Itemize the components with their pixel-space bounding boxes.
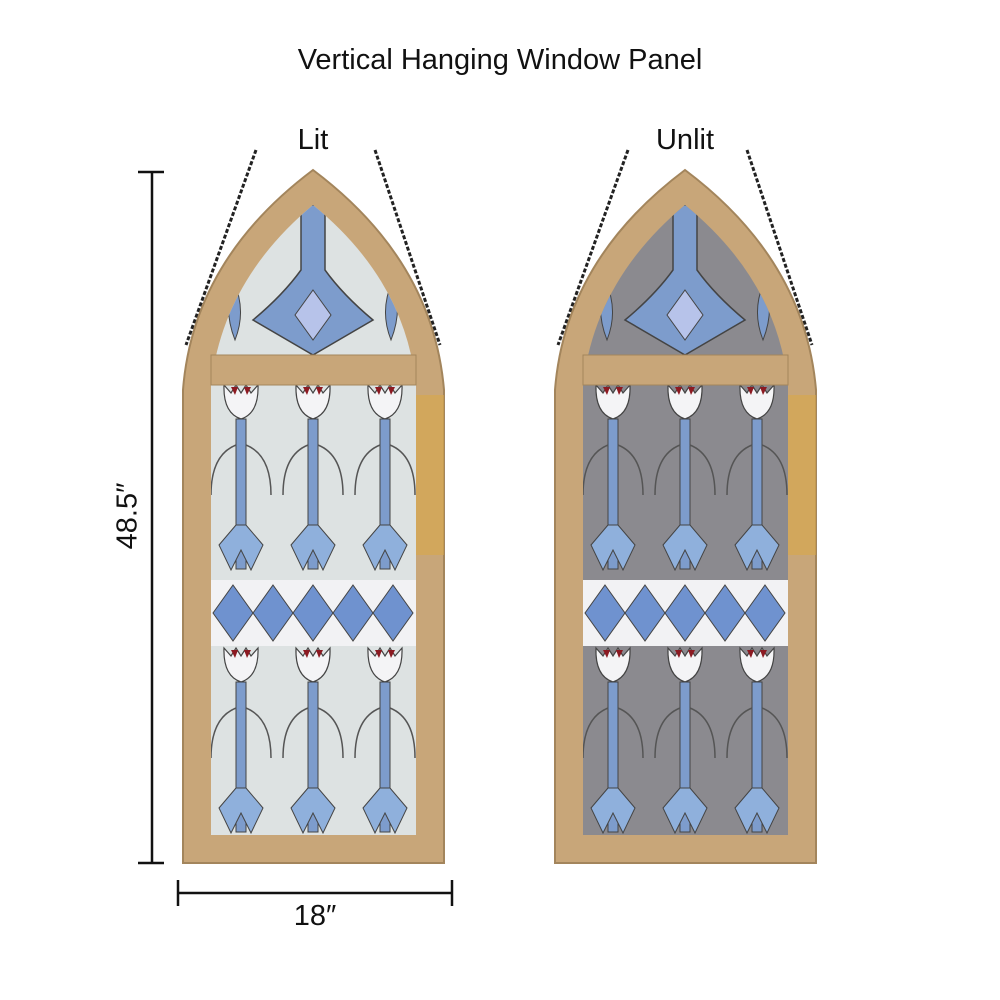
page-title: Vertical Hanging Window Panel: [297, 44, 703, 76]
height-label: 48.5″: [111, 482, 144, 550]
height-dimension-line: [138, 170, 164, 865]
unlit-label: Unlit: [655, 124, 715, 156]
unlit-window-panel: [555, 170, 816, 863]
lit-window-panel: [183, 170, 444, 863]
lit-label: Lit: [297, 124, 329, 156]
width-label: 18″: [293, 900, 337, 932]
width-dimension-line: [176, 880, 454, 906]
chains: [184, 149, 814, 346]
